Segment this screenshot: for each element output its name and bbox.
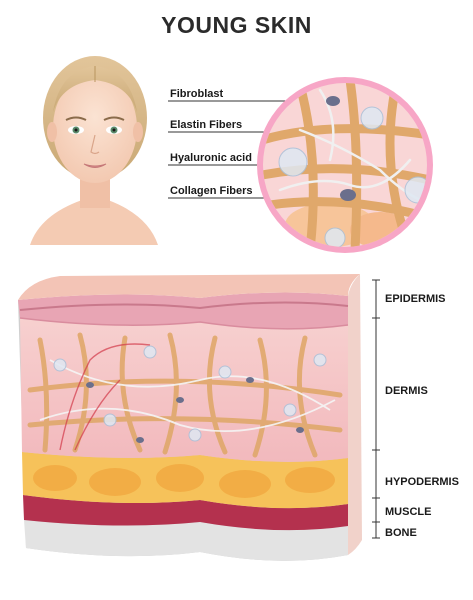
label-muscle: MUSCLE — [385, 506, 432, 518]
label-collagen-fibers: Collagen Fibers — [170, 185, 253, 197]
layer-bracket — [372, 279, 380, 539]
label-hypodermis: HYPODERMIS — [385, 476, 459, 488]
label-elastin-fibers: Elastin Fibers — [170, 119, 243, 131]
face-illustration — [30, 56, 158, 245]
label-bone: BONE — [385, 527, 417, 539]
zoom-circle — [257, 77, 433, 253]
label-hyaluronic-acid: Hyaluronic acid — [170, 152, 252, 164]
page-title: YOUNG SKIN — [161, 12, 312, 38]
skin-cross-section — [18, 274, 362, 561]
label-dermis: DERMIS — [385, 385, 428, 397]
label-epidermis: EPIDERMIS — [385, 293, 446, 305]
label-fibroblast: Fibroblast — [170, 88, 224, 100]
